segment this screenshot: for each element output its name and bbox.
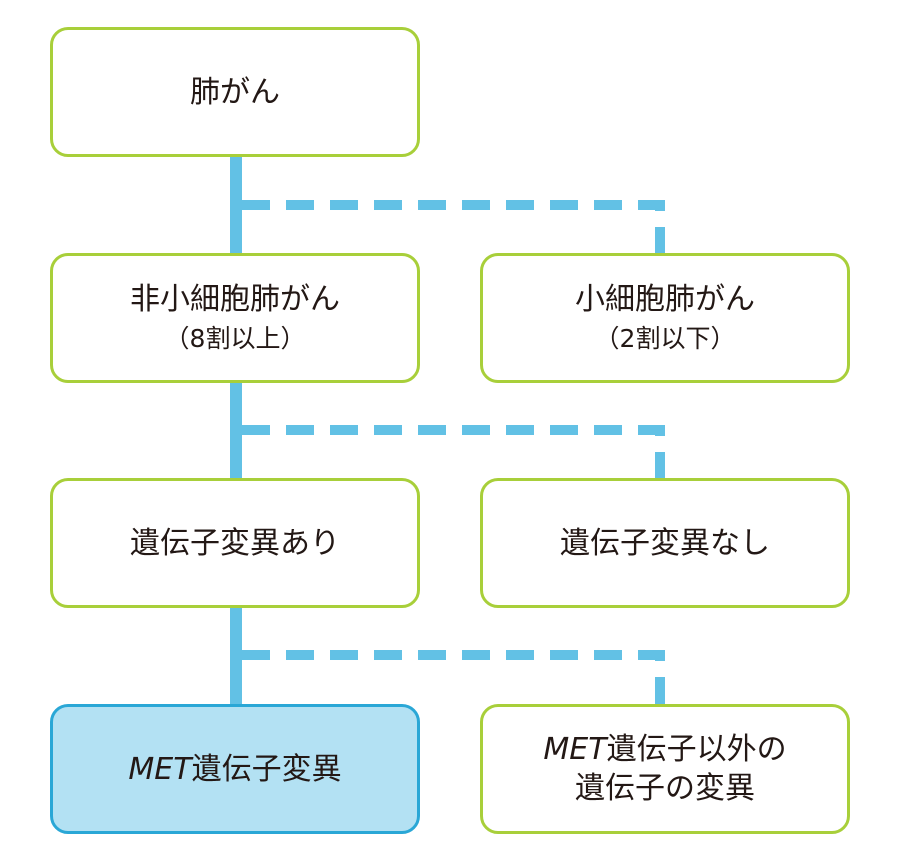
sclc-label: 小細胞肺がん [575,282,755,318]
lung-cancer-box: 肺がん [50,27,420,157]
nsclc-label: 非小細胞肺がん [130,282,340,318]
dashed-connector-non-met [242,650,665,704]
mutation-yes-label: 遺伝子変異あり [130,525,340,561]
sclc-ratio: （2割以下） [594,324,736,354]
dashed-connector-sclc [242,200,665,253]
non-met-line1-rest: 遺伝子以外の [606,732,787,767]
mutation-yes-box: 遺伝子変異あり [50,478,420,608]
lung-cancer-label: 肺がん [190,74,280,110]
met-mutation-rest: 遺伝子変異 [191,751,342,787]
non-met-line2: 遺伝子の変異 [575,771,755,806]
dashed-connector-mutation-none [242,425,665,478]
mutation-no-label: 遺伝子変異なし [560,525,770,561]
nsclc-box: 非小細胞肺がん （8割以上） [50,253,420,383]
met-mutation-label: MET遺伝子変異 [128,750,341,789]
nsclc-ratio: （8割以上） [164,324,306,354]
non-met-line1: MET遺伝子以外の [543,730,786,769]
non-met-mutation-box: MET遺伝子以外の 遺伝子の変異 [480,704,850,834]
sclc-box: 小細胞肺がん （2割以下） [480,253,850,383]
met-mutation-box: MET遺伝子変異 [50,704,420,834]
mutation-no-box: 遺伝子変異なし [480,478,850,608]
non-met-met-term: MET [543,732,607,767]
met-term: MET [128,751,192,787]
